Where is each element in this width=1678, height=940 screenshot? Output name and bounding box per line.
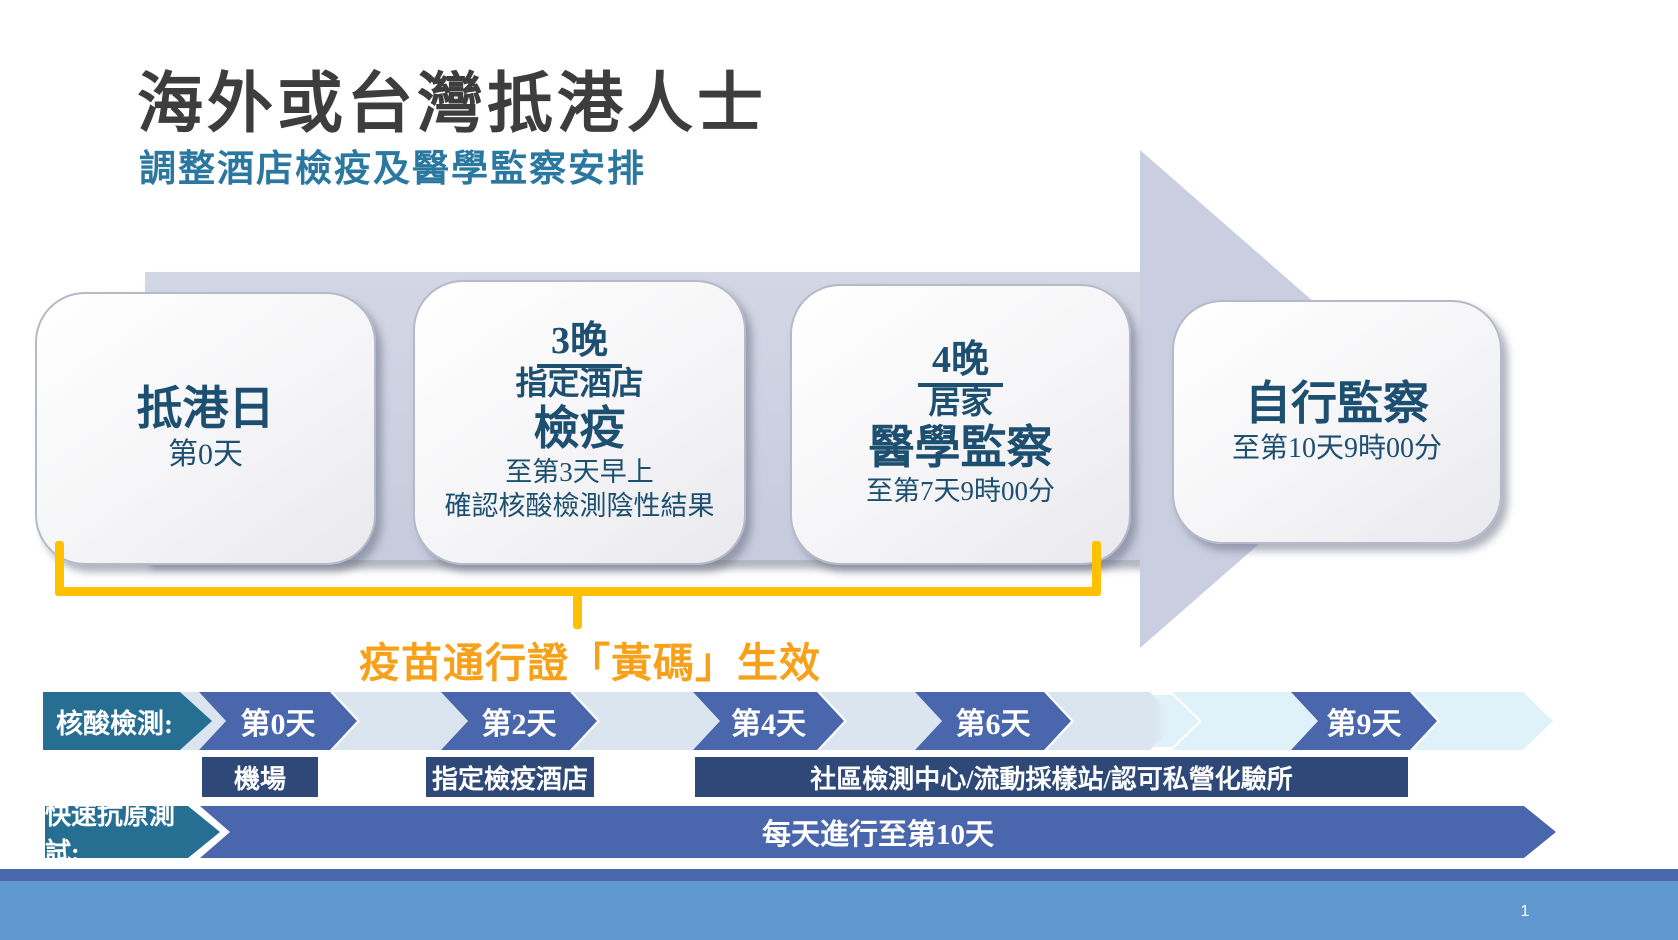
rat-label-shape — [45, 806, 220, 858]
hotel-heading: 檢疫 — [533, 403, 626, 455]
location-airport: 機場 — [202, 757, 318, 797]
flow-box-self-monitoring: 自行監察 至第10天9時00分 — [1172, 300, 1502, 544]
rat-label-text: 快速抗原測試: — [45, 801, 176, 867]
hotel-note-1: 至第3天早上 — [505, 457, 654, 488]
bracket-stem — [573, 594, 582, 629]
home-nights: 4晚 — [917, 339, 1003, 388]
hotel-place: 指定酒店 — [515, 365, 644, 402]
footer-bar — [0, 881, 1678, 940]
footer-accent-strip — [0, 869, 1678, 881]
nat-day-9-text: 第9天 — [1326, 708, 1402, 741]
home-note-1: 至第7天9時00分 — [866, 475, 1055, 506]
arrival-day: 第0天 — [168, 438, 243, 472]
rat-arrow: 每天進行至第10天 — [200, 806, 1556, 858]
nat-label-pentagon: 核酸檢測: — [43, 692, 212, 750]
nat-day-2-chevron: 第2天 — [438, 689, 600, 753]
arrival-heading: 抵港日 — [136, 383, 275, 435]
home-place: 居家 — [928, 384, 993, 421]
bracket-left-leg — [55, 541, 64, 593]
nat-day-6-text: 第6天 — [955, 708, 1031, 741]
location-quarantine-hotel: 指定檢疫酒店 — [426, 757, 594, 797]
nat-day-6-chevron: 第6天 — [912, 689, 1074, 753]
nat-label-shape — [43, 692, 212, 750]
nat-band-separator-chevron — [1150, 692, 1202, 750]
rat-arrow-text: 每天進行至第10天 — [761, 819, 994, 851]
page-subtitle: 調整酒店檢疫及醫學監察安排 — [139, 149, 646, 190]
flow-box-hotel-quarantine: 3晚 指定酒店 檢疫 至第3天早上 確認核酸檢測陰性結果 — [413, 280, 746, 565]
nat-day-9-chevron: 第9天 — [1288, 689, 1440, 753]
nat-label-text: 核酸檢測: — [56, 708, 173, 739]
page-number: 1 — [1520, 903, 1530, 920]
rat-label-pentagon: 快速抗原測試: — [45, 801, 220, 867]
flow-box-home-surveillance: 4晚 居家 醫學監察 至第7天9時00分 — [790, 284, 1131, 565]
flow-box-arrival: 抵港日 第0天 — [35, 292, 376, 565]
location-community-testing: 社區檢測中心/流動採樣站/認可私營化驗所 — [695, 757, 1408, 797]
hotel-nights: 3晚 — [536, 320, 622, 369]
bracket-right-leg — [1092, 541, 1101, 593]
nat-day-4-text: 第4天 — [731, 708, 806, 741]
self-note: 至第10天9時00分 — [1231, 432, 1442, 464]
vaccine-pass-note: 疫苗通行證「黃碼」生效 — [359, 640, 821, 686]
self-heading: 自行監察 — [1245, 378, 1429, 430]
bracket-bar — [55, 587, 1101, 596]
home-heading: 醫學監察 — [868, 422, 1053, 474]
page-title: 海外或台灣抵港人士 — [137, 68, 767, 141]
hotel-note-2: 確認核酸檢測陰性結果 — [444, 490, 715, 521]
nat-day-0-chevron: 第0天 — [196, 689, 360, 753]
nat-day-2-text: 第2天 — [481, 708, 557, 741]
nat-day-0-text: 第0天 — [240, 708, 316, 741]
nat-day-4-chevron: 第4天 — [690, 689, 847, 753]
